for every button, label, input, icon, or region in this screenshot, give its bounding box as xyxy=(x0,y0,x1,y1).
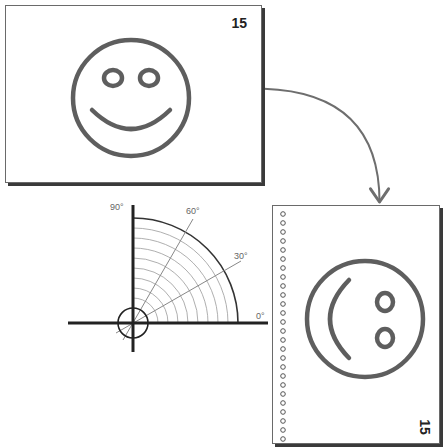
notebook-page: 15 xyxy=(272,205,440,444)
photo-card: 15 xyxy=(5,5,262,183)
angle-label: 30° xyxy=(234,252,248,261)
angle-label: 90° xyxy=(110,203,124,212)
curved-arrow xyxy=(264,89,389,202)
angle-label: 60° xyxy=(186,207,200,216)
smiley-face xyxy=(6,6,263,184)
smiley-face xyxy=(273,206,441,445)
angle-label: 0° xyxy=(256,312,265,321)
page-number: 15 xyxy=(231,16,247,30)
page-number: 15 xyxy=(418,419,432,435)
